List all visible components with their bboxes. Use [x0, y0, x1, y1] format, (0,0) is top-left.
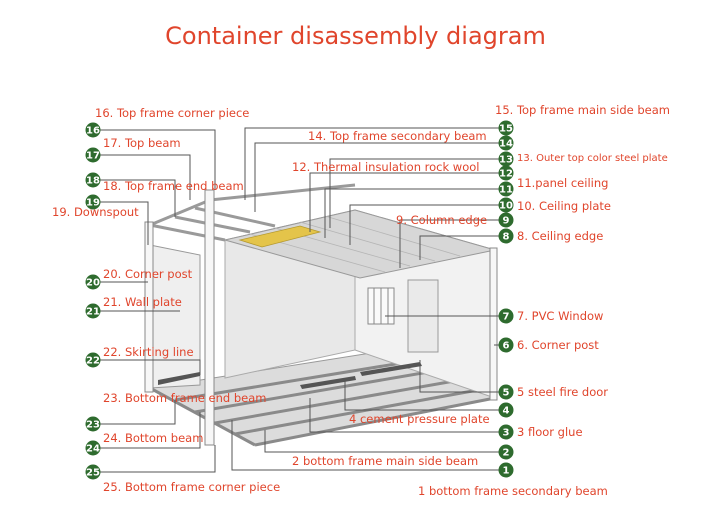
marker-6: 6: [498, 337, 514, 353]
svg-text:10: 10: [499, 201, 513, 212]
marker-25: 25: [85, 464, 101, 480]
corner-posts: [144, 189, 498, 446]
svg-text:6: 6: [503, 341, 510, 352]
marker-2: 2: [498, 444, 514, 460]
marker-1: 1: [498, 462, 514, 478]
svg-text:23: 23: [86, 420, 100, 431]
label-22: 22. Skirting line: [103, 345, 194, 359]
svg-text:8: 8: [503, 232, 510, 243]
marker-17: 17: [85, 147, 101, 163]
pvc-window: [367, 287, 395, 325]
svg-text:16: 16: [86, 126, 100, 137]
label-7: 7. PVC Window: [517, 309, 603, 323]
label-6: 6. Corner post: [517, 338, 599, 352]
svg-text:24: 24: [86, 444, 100, 455]
label-24: 24. Bottom beam: [103, 431, 203, 445]
svg-text:25: 25: [86, 468, 100, 479]
label-25: 25. Bottom frame corner piece: [103, 480, 280, 494]
label-20: 20. Corner post: [103, 267, 193, 281]
svg-text:20: 20: [86, 278, 100, 289]
marker-20: 20: [85, 274, 101, 290]
marker-19: 19: [85, 194, 101, 210]
svg-text:11: 11: [499, 185, 513, 196]
svg-text:22: 22: [86, 356, 100, 367]
number-dots: 16 17 18 19 20 21 22 23 24 25 15 14 12 1…: [85, 120, 514, 480]
svg-text:12: 12: [499, 169, 513, 180]
label-21: 21. Wall plate: [103, 295, 182, 309]
bottom-frame-beams: [149, 358, 496, 447]
svg-text:5: 5: [503, 388, 510, 399]
label-2: 2 bottom frame main side beam: [292, 454, 478, 468]
label-4: 4 cement pressure plate: [349, 412, 490, 426]
svg-text:21: 21: [86, 307, 100, 318]
marker-18: 18: [85, 172, 101, 188]
rock-wool: [238, 225, 322, 248]
marker-3: 3: [498, 424, 514, 440]
label-13: 13. Outer top color steel plate: [517, 153, 668, 164]
svg-text:13: 13: [499, 155, 513, 166]
label-10: 10. Ceiling plate: [517, 199, 611, 213]
marker-24: 24: [85, 440, 101, 456]
label-1: 1 bottom frame secondary beam: [418, 484, 608, 498]
marker-22: 22: [85, 352, 101, 368]
marker-4: 4: [498, 402, 514, 418]
container-illustration: [144, 183, 498, 447]
label-18: 18. Top frame end beam: [103, 179, 244, 193]
marker-7: 7: [498, 308, 514, 324]
marker-11: 11: [498, 181, 514, 197]
svg-text:7: 7: [503, 312, 510, 323]
marker-13: 13: [498, 151, 514, 167]
marker-10: 10: [498, 197, 514, 213]
label-8: 8. Ceiling edge: [517, 229, 603, 243]
marker-16: 16: [85, 122, 101, 138]
marker-8: 8: [498, 228, 514, 244]
svg-text:14: 14: [499, 139, 513, 150]
svg-text:18: 18: [86, 176, 100, 187]
label-texts: 16. Top frame corner piece 17. Top beam …: [52, 103, 670, 498]
diagram-title: Container disassembly diagram: [165, 22, 546, 50]
marker-15: 15: [498, 120, 514, 136]
label-3: 3 floor glue: [517, 425, 583, 439]
marker-12: 12: [498, 165, 514, 181]
marker-23: 23: [85, 416, 101, 432]
label-12: 12. Thermal insulation rock wool: [292, 160, 479, 174]
svg-text:19: 19: [86, 198, 100, 209]
svg-text:3: 3: [503, 428, 510, 439]
label-17: 17. Top beam: [103, 136, 181, 150]
svg-text:17: 17: [86, 151, 100, 162]
label-15: 15. Top frame main side beam: [495, 103, 670, 117]
svg-text:4: 4: [503, 406, 510, 417]
label-11: 11.panel ceiling: [517, 176, 608, 190]
svg-text:2: 2: [503, 448, 510, 459]
marker-9: 9: [498, 212, 514, 228]
svg-text:1: 1: [503, 466, 510, 477]
label-14: 14. Top frame secondary beam: [308, 129, 487, 143]
marker-21: 21: [85, 303, 101, 319]
label-19: 19. Downspout: [52, 205, 139, 219]
floor-strips: [158, 362, 422, 389]
svg-text:9: 9: [503, 216, 510, 227]
label-9: 9. Column edge: [396, 213, 487, 227]
svg-text:15: 15: [499, 124, 513, 135]
marker-14: 14: [498, 135, 514, 151]
marker-5: 5: [498, 384, 514, 400]
label-23: 23. Bottom frame end beam: [103, 391, 266, 405]
label-16: 16. Top frame corner piece: [95, 106, 249, 120]
label-5: 5 steel fire door: [517, 385, 608, 399]
leader-lines: [100, 127, 505, 473]
